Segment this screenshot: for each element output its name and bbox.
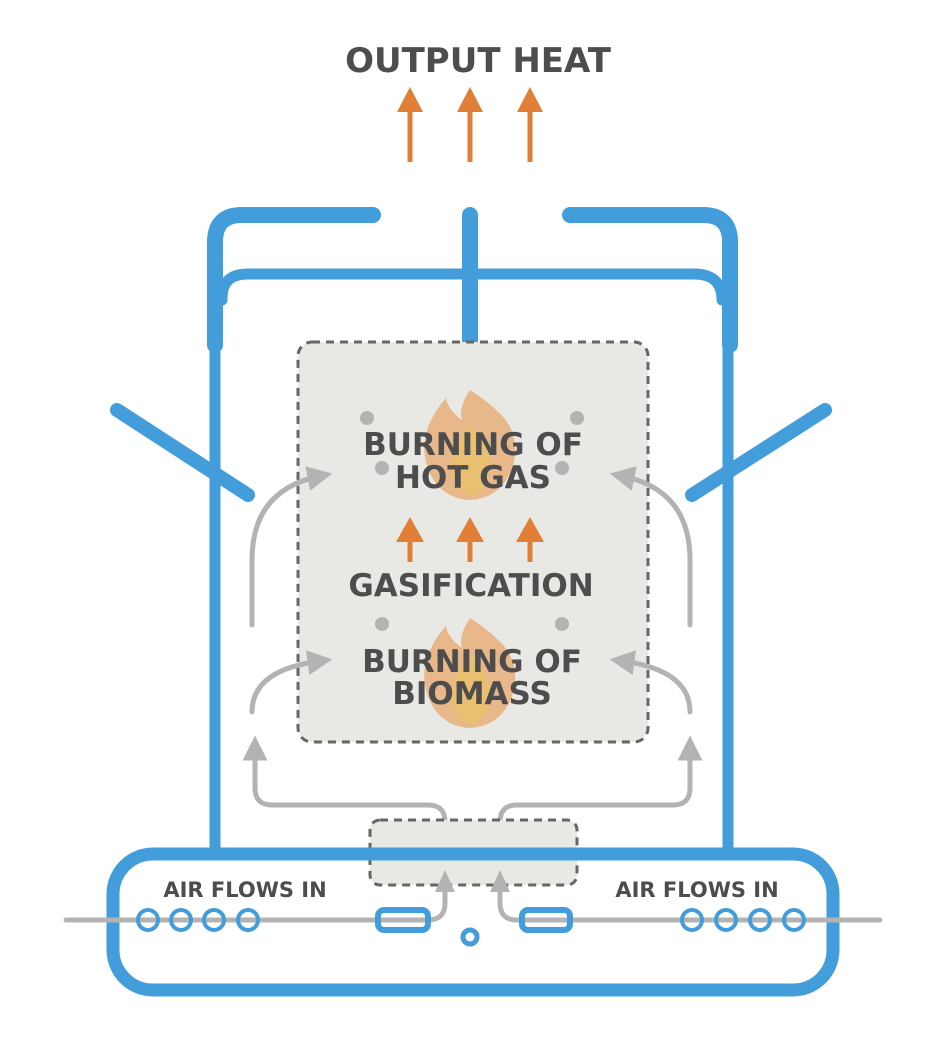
air-vent-dots (360, 411, 584, 631)
biomass-label-line1: BURNING OF (362, 644, 582, 680)
air-flows-in-left-label: AIR FLOWS IN (163, 878, 326, 902)
air-vent-holes (136, 908, 806, 932)
gasification-arrows (396, 517, 544, 562)
power-switch (460, 927, 480, 947)
output-heat-arrows (397, 87, 543, 162)
hot-gas-label-line2: HOT GAS (395, 460, 551, 496)
arrow-up-icon (457, 87, 483, 162)
arrow-up-icon (396, 517, 424, 562)
flame-icon (424, 390, 516, 500)
arrow-up-icon (517, 87, 543, 162)
biomass-label-line2: BIOMASS (392, 676, 552, 712)
output-heat-title: OUTPUT HEAT (345, 41, 612, 81)
air-flows-in-right-label: AIR FLOWS IN (615, 878, 778, 902)
hot-gas-label-line1: BURNING OF (363, 427, 583, 463)
stove-frame (110, 207, 832, 856)
arrow-up-icon (397, 87, 423, 162)
air-damper-right (519, 907, 573, 933)
flame-icon (424, 618, 516, 728)
arrow-up-icon (516, 517, 544, 562)
air-damper-left (375, 907, 431, 933)
air-flow-arrows (242, 466, 703, 853)
gasification-label: GASIFICATION (348, 568, 593, 604)
arrow-up-icon (456, 517, 484, 562)
